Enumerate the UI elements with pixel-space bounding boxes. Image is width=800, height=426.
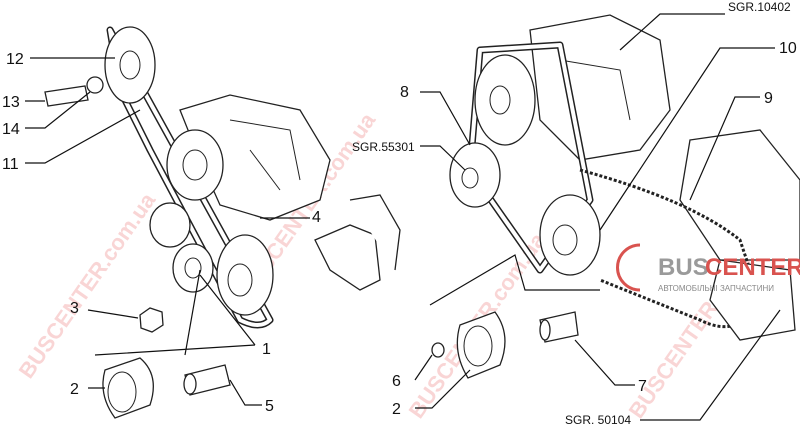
svg-text:BUSCENTER.com.ua: BUSCENTER.com.ua xyxy=(14,188,161,383)
svg-text:BUS: BUS xyxy=(658,254,709,281)
right-assembly xyxy=(414,13,800,421)
crank-pulley-right xyxy=(539,194,601,276)
callout-10: 10 xyxy=(779,40,797,57)
washer-14 xyxy=(86,76,104,94)
callout-3: 3 xyxy=(70,300,79,317)
water-pump-right xyxy=(529,14,671,161)
callout-1: 1 xyxy=(262,341,271,358)
bolt-13 xyxy=(44,85,89,107)
callout-6: 6 xyxy=(392,373,401,390)
callout-8: 8 xyxy=(400,84,409,101)
callout-5: 5 xyxy=(265,398,274,415)
pump-pulley xyxy=(166,129,224,201)
callout-11: 11 xyxy=(2,156,19,173)
callout-12: 12 xyxy=(6,51,24,68)
callout-9: 9 xyxy=(764,90,773,107)
callout-4: 4 xyxy=(312,209,321,226)
crank-pulley xyxy=(216,234,274,316)
tensioner-pulley xyxy=(172,243,214,293)
washer-6 xyxy=(431,342,445,358)
pulley-12 xyxy=(104,26,156,104)
callout-13: 13 xyxy=(2,94,20,111)
callout-7: 7 xyxy=(638,378,647,395)
callout-2-left: 2 xyxy=(70,381,79,398)
code-sgr-50104: SGR. 50104 xyxy=(565,413,631,426)
buscenter-logo: BUS CENTER АВТОМОБІЛЬНІ ЗАПЧАСТИНИ xyxy=(616,243,800,293)
bearing-2 xyxy=(102,357,154,419)
callout-2-right: 2 xyxy=(392,401,401,418)
svg-text:CENTER: CENTER xyxy=(705,254,800,281)
svg-text:АВТОМОБІЛЬНІ ЗАПЧАСТИНИ: АВТОМОБІЛЬНІ ЗАПЧАСТИНИ xyxy=(658,284,774,293)
code-sgr-55301: SGR.55301 xyxy=(352,140,415,154)
nut-3 xyxy=(139,307,164,333)
left-assembly xyxy=(25,26,401,419)
code-sgr-10402: SGR.10402 xyxy=(728,0,791,14)
callout-14: 14 xyxy=(2,121,20,138)
